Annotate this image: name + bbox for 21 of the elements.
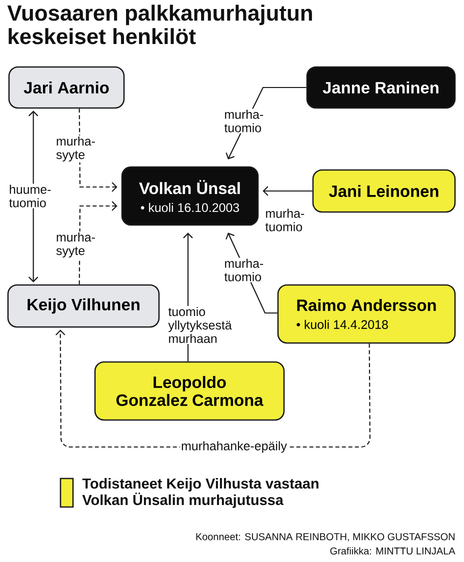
- credit-line: Koonneet: SUSANNA REINBOTH, MIKKO GUSTAFSSON: [196, 533, 454, 542]
- edge-label: murha- syyte: [55, 231, 105, 259]
- edge-label: murhahanke-epäily: [180, 440, 288, 454]
- person-box: Janne Raninen: [306, 66, 456, 109]
- edge-label: tuomio yllytyksestä murhaan: [167, 306, 240, 344]
- edge-label: murha- tuomio: [264, 208, 314, 232]
- title: Vuosaaren palkkamurhajutun keskeiset henkilöt: [7, 4, 312, 44]
- legend-text: Todistaneet Keijo Vilhusta vastaan Volkan Ünsalin murhajutussa: [82, 478, 318, 508]
- double-headed-arrow: [28, 110, 38, 282]
- edge-label: murha- syyte: [55, 135, 105, 163]
- person-box: Jani Leinonen: [312, 169, 456, 213]
- person-box: Keijo Vilhunen: [7, 284, 160, 328]
- arrow: [262, 186, 312, 196]
- person-box: Volkan Ünsal • kuoli 16.10.2003: [121, 166, 259, 226]
- credit-line: Grafiikka: MINTTU LINJALA: [330, 547, 456, 554]
- edge-label: murha- tuomio: [223, 258, 274, 282]
- person-box: Leopoldo Gonzalez Carmona: [94, 361, 285, 421]
- person-box: Raimo Andersson • kuoli 14.4.2018: [277, 284, 456, 344]
- edge-label: murha- tuomio: [223, 108, 274, 134]
- edge-label: huume- tuomio: [8, 184, 58, 208]
- person-box: Jari Aarnio: [8, 66, 125, 109]
